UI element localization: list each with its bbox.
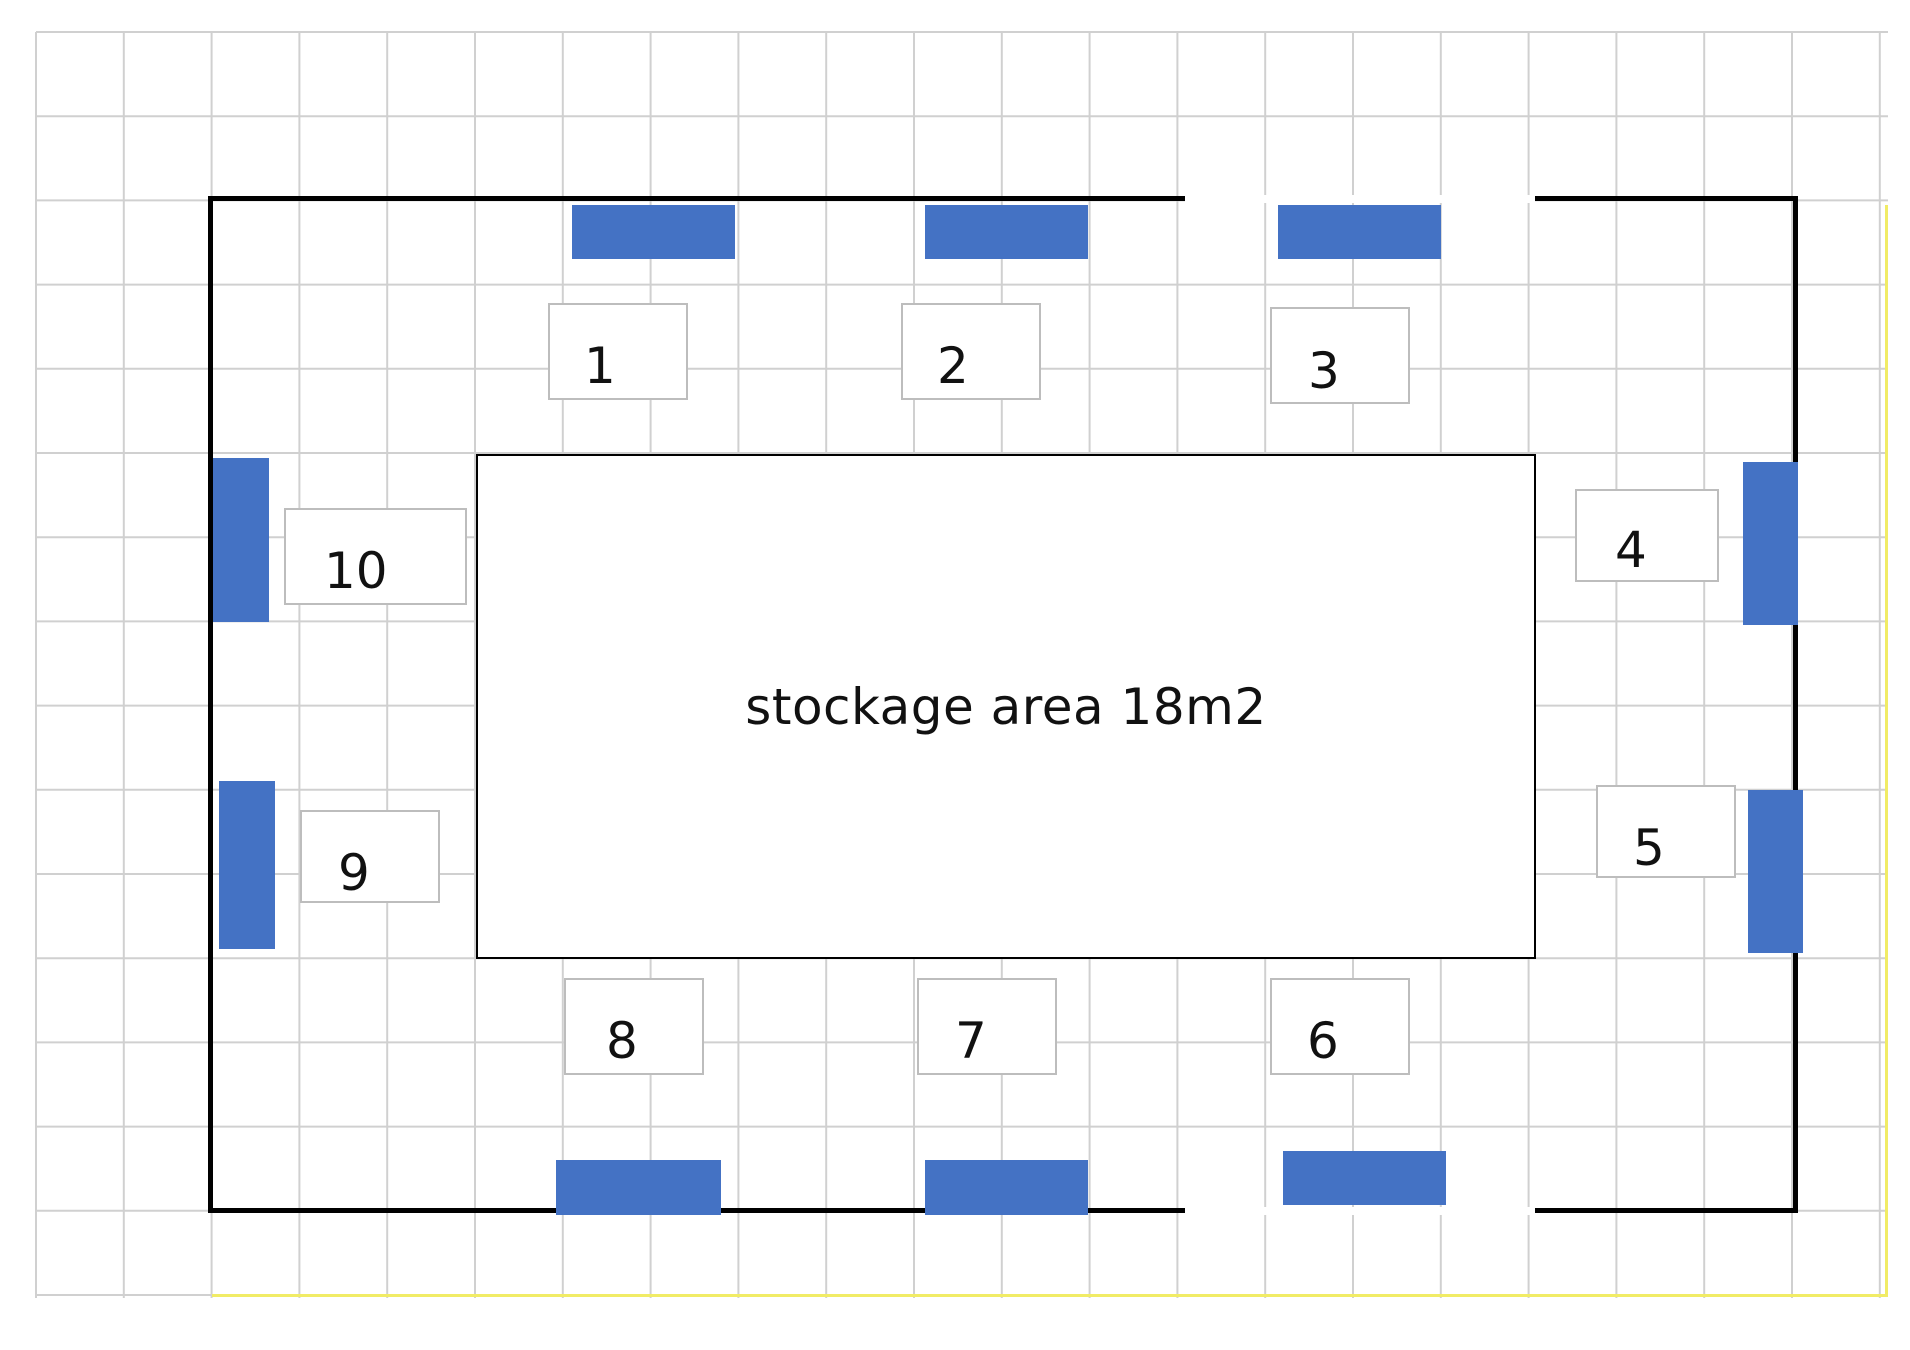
storage-area: stockage area 18m2 bbox=[476, 454, 1536, 959]
label-number-10: 10 bbox=[324, 542, 388, 600]
yellow-right-edge bbox=[1885, 205, 1888, 1297]
marker-top-1 bbox=[572, 205, 735, 259]
label-box-1: 1 bbox=[548, 303, 688, 400]
label-number-9: 9 bbox=[338, 844, 370, 902]
yellow-bottom-edge bbox=[212, 1294, 1888, 1297]
door-gap-top bbox=[1185, 195, 1535, 203]
marker-bottom-7 bbox=[925, 1160, 1088, 1215]
label-box-7: 7 bbox=[917, 978, 1057, 1075]
label-number-3: 3 bbox=[1308, 342, 1340, 400]
label-box-2: 2 bbox=[901, 303, 1041, 400]
label-box-6: 6 bbox=[1270, 978, 1410, 1075]
marker-right-4 bbox=[1743, 462, 1798, 625]
label-number-8: 8 bbox=[606, 1012, 638, 1070]
label-number-7: 7 bbox=[955, 1012, 987, 1070]
label-number-6: 6 bbox=[1307, 1012, 1339, 1070]
marker-right-5 bbox=[1748, 790, 1803, 953]
door-gap-bottom bbox=[1185, 1207, 1535, 1215]
storage-area-label: stockage area 18m2 bbox=[745, 677, 1267, 736]
marker-top-3 bbox=[1278, 205, 1441, 259]
label-box-5: 5 bbox=[1596, 785, 1736, 878]
label-number-2: 2 bbox=[937, 337, 969, 395]
marker-bottom-6 bbox=[1283, 1151, 1446, 1205]
label-box-8: 8 bbox=[564, 978, 704, 1075]
label-box-10: 10 bbox=[284, 508, 467, 605]
marker-left-9 bbox=[219, 781, 275, 949]
label-number-1: 1 bbox=[584, 337, 616, 395]
label-box-3: 3 bbox=[1270, 307, 1410, 404]
marker-top-2 bbox=[925, 205, 1088, 259]
label-box-9: 9 bbox=[300, 810, 440, 903]
label-number-5: 5 bbox=[1633, 819, 1665, 877]
label-number-4: 4 bbox=[1615, 521, 1647, 579]
label-box-4: 4 bbox=[1575, 489, 1719, 582]
marker-left-10 bbox=[213, 458, 269, 622]
marker-bottom-8 bbox=[556, 1160, 721, 1215]
